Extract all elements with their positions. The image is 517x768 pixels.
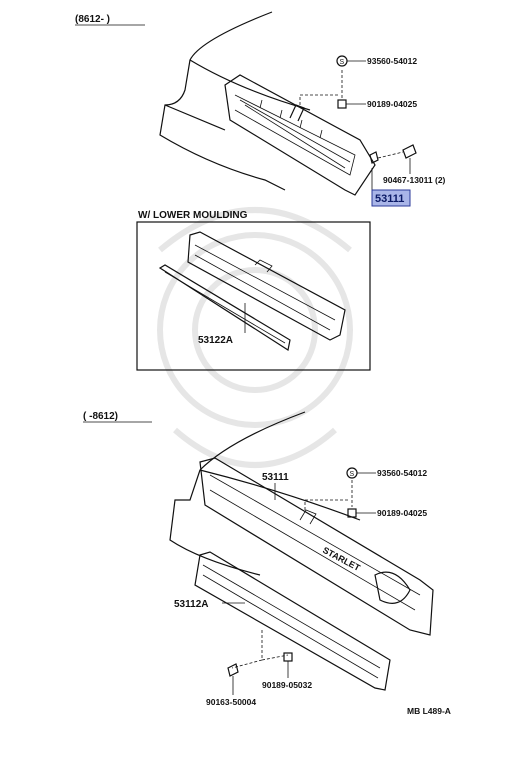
top-nut-part-number: 90189-04025 (367, 99, 417, 109)
bolt-symbol (227, 663, 239, 695)
highlight-box[interactable] (371, 189, 411, 207)
lower-nut-symbol (283, 652, 293, 678)
svg-text:S: S (350, 471, 355, 478)
inset-title: W/ LOWER MOULDING (138, 210, 248, 221)
inset-box (136, 221, 371, 371)
bottom-dashed-guides (304, 480, 353, 510)
lower-nut-part-number: 90189-05032 (262, 680, 312, 690)
top-range-label: (8612- ) (75, 14, 110, 25)
inset-part-number: 53122A (198, 335, 233, 346)
reference-code: MB L489-A (407, 706, 451, 716)
bottom-clip-symbol: S (346, 467, 358, 479)
bottom-clip-part-number: 93560-54012 (377, 468, 427, 478)
top-car-front-drawing (159, 11, 311, 191)
bottom-car-front-drawing (169, 411, 361, 576)
lower-grille-part-number: 53112A (174, 599, 208, 610)
svg-text:S: S (340, 59, 345, 66)
bolt-part-number: 90163-50004 (206, 697, 256, 707)
bottom-nut-part-number: 90189-04025 (377, 508, 427, 518)
nut-symbol (337, 99, 347, 109)
top-screw-part-number: 90467-13011 (2) (383, 175, 446, 185)
top-grille-part-number[interactable]: 53111 (375, 193, 404, 205)
top-dashed-guides (299, 70, 343, 105)
bottom-range-label: ( -8612) (83, 411, 118, 422)
watermark-emblem (157, 207, 353, 468)
bottom-grille-part-number: 53111 (262, 472, 289, 483)
screw-symbol (369, 144, 417, 164)
top-clip-part-number: 93560-54012 (367, 56, 417, 66)
lower-dashed-guides (231, 630, 289, 669)
bottom-grille (199, 457, 434, 636)
top-grille (224, 74, 376, 196)
lower-grille (194, 551, 391, 691)
screw-dashed-guide (377, 151, 404, 159)
clip-symbol: S (336, 55, 348, 67)
